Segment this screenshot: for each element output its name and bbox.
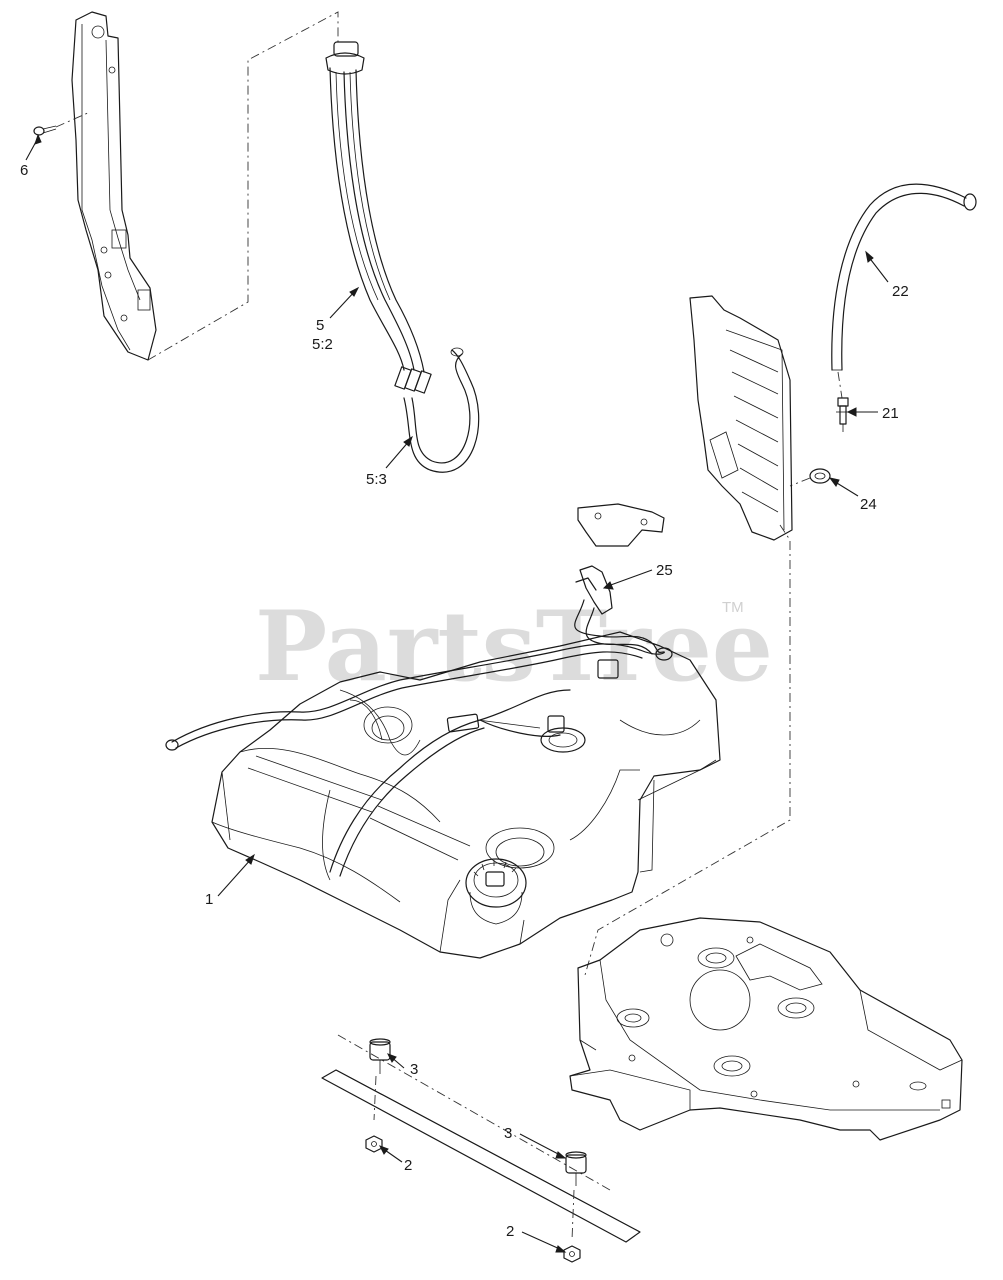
- bumper-lower: [565, 1151, 587, 1241]
- callout-5-3: 5:3: [366, 471, 387, 488]
- callout-2-lower: 2: [506, 1223, 514, 1240]
- tank-mount-plate: [569, 917, 963, 1141]
- callout-5-2: 5:2: [312, 336, 333, 353]
- callout-21: 21: [882, 405, 899, 422]
- heat-shield: [689, 295, 793, 541]
- watermark-trademark: TM: [722, 599, 744, 616]
- leader-lines: [25, 133, 889, 1253]
- left-bracket: [71, 11, 157, 361]
- long-vent-hose: [831, 183, 977, 399]
- alignment-lines: [147, 11, 791, 1191]
- grommet: [789, 468, 831, 487]
- nut-lower: [563, 1245, 581, 1263]
- fuel-lines: [171, 599, 665, 877]
- watermark: PartsTree TM: [255, 590, 773, 703]
- callout-24: 24: [860, 496, 877, 513]
- watermark-text: PartsTree: [255, 590, 773, 703]
- callout-3-lower: 3: [504, 1125, 512, 1142]
- callout-labels: 6 5 5:2 5:3 22 21 24 25 1 3 2 3 2: [20, 162, 909, 1240]
- nut-upper: [365, 1135, 383, 1153]
- callout-2-upper: 2: [404, 1157, 412, 1174]
- callout-22: 22: [892, 283, 909, 300]
- fuel-cap: [465, 858, 527, 925]
- callout-5: 5: [316, 317, 324, 334]
- callout-1: 1: [205, 891, 213, 908]
- fuel-pump-module: [540, 659, 619, 753]
- check-valve: [836, 397, 850, 432]
- vent-hose: [403, 347, 480, 473]
- callout-6: 6: [20, 162, 28, 179]
- callout-25: 25: [656, 562, 673, 579]
- fuel-line-bracket: [575, 503, 665, 615]
- bumper-upper: [369, 1038, 391, 1121]
- tank-left-fitting: [165, 739, 179, 751]
- callout-3-upper: 3: [410, 1061, 418, 1078]
- fuel-filler-tube: [325, 41, 432, 394]
- support-strap: [321, 1069, 641, 1243]
- harness-connector: [446, 713, 541, 733]
- tank-vent-fitting: [655, 647, 673, 661]
- screw: [33, 111, 91, 136]
- fuel-tank: [211, 631, 721, 959]
